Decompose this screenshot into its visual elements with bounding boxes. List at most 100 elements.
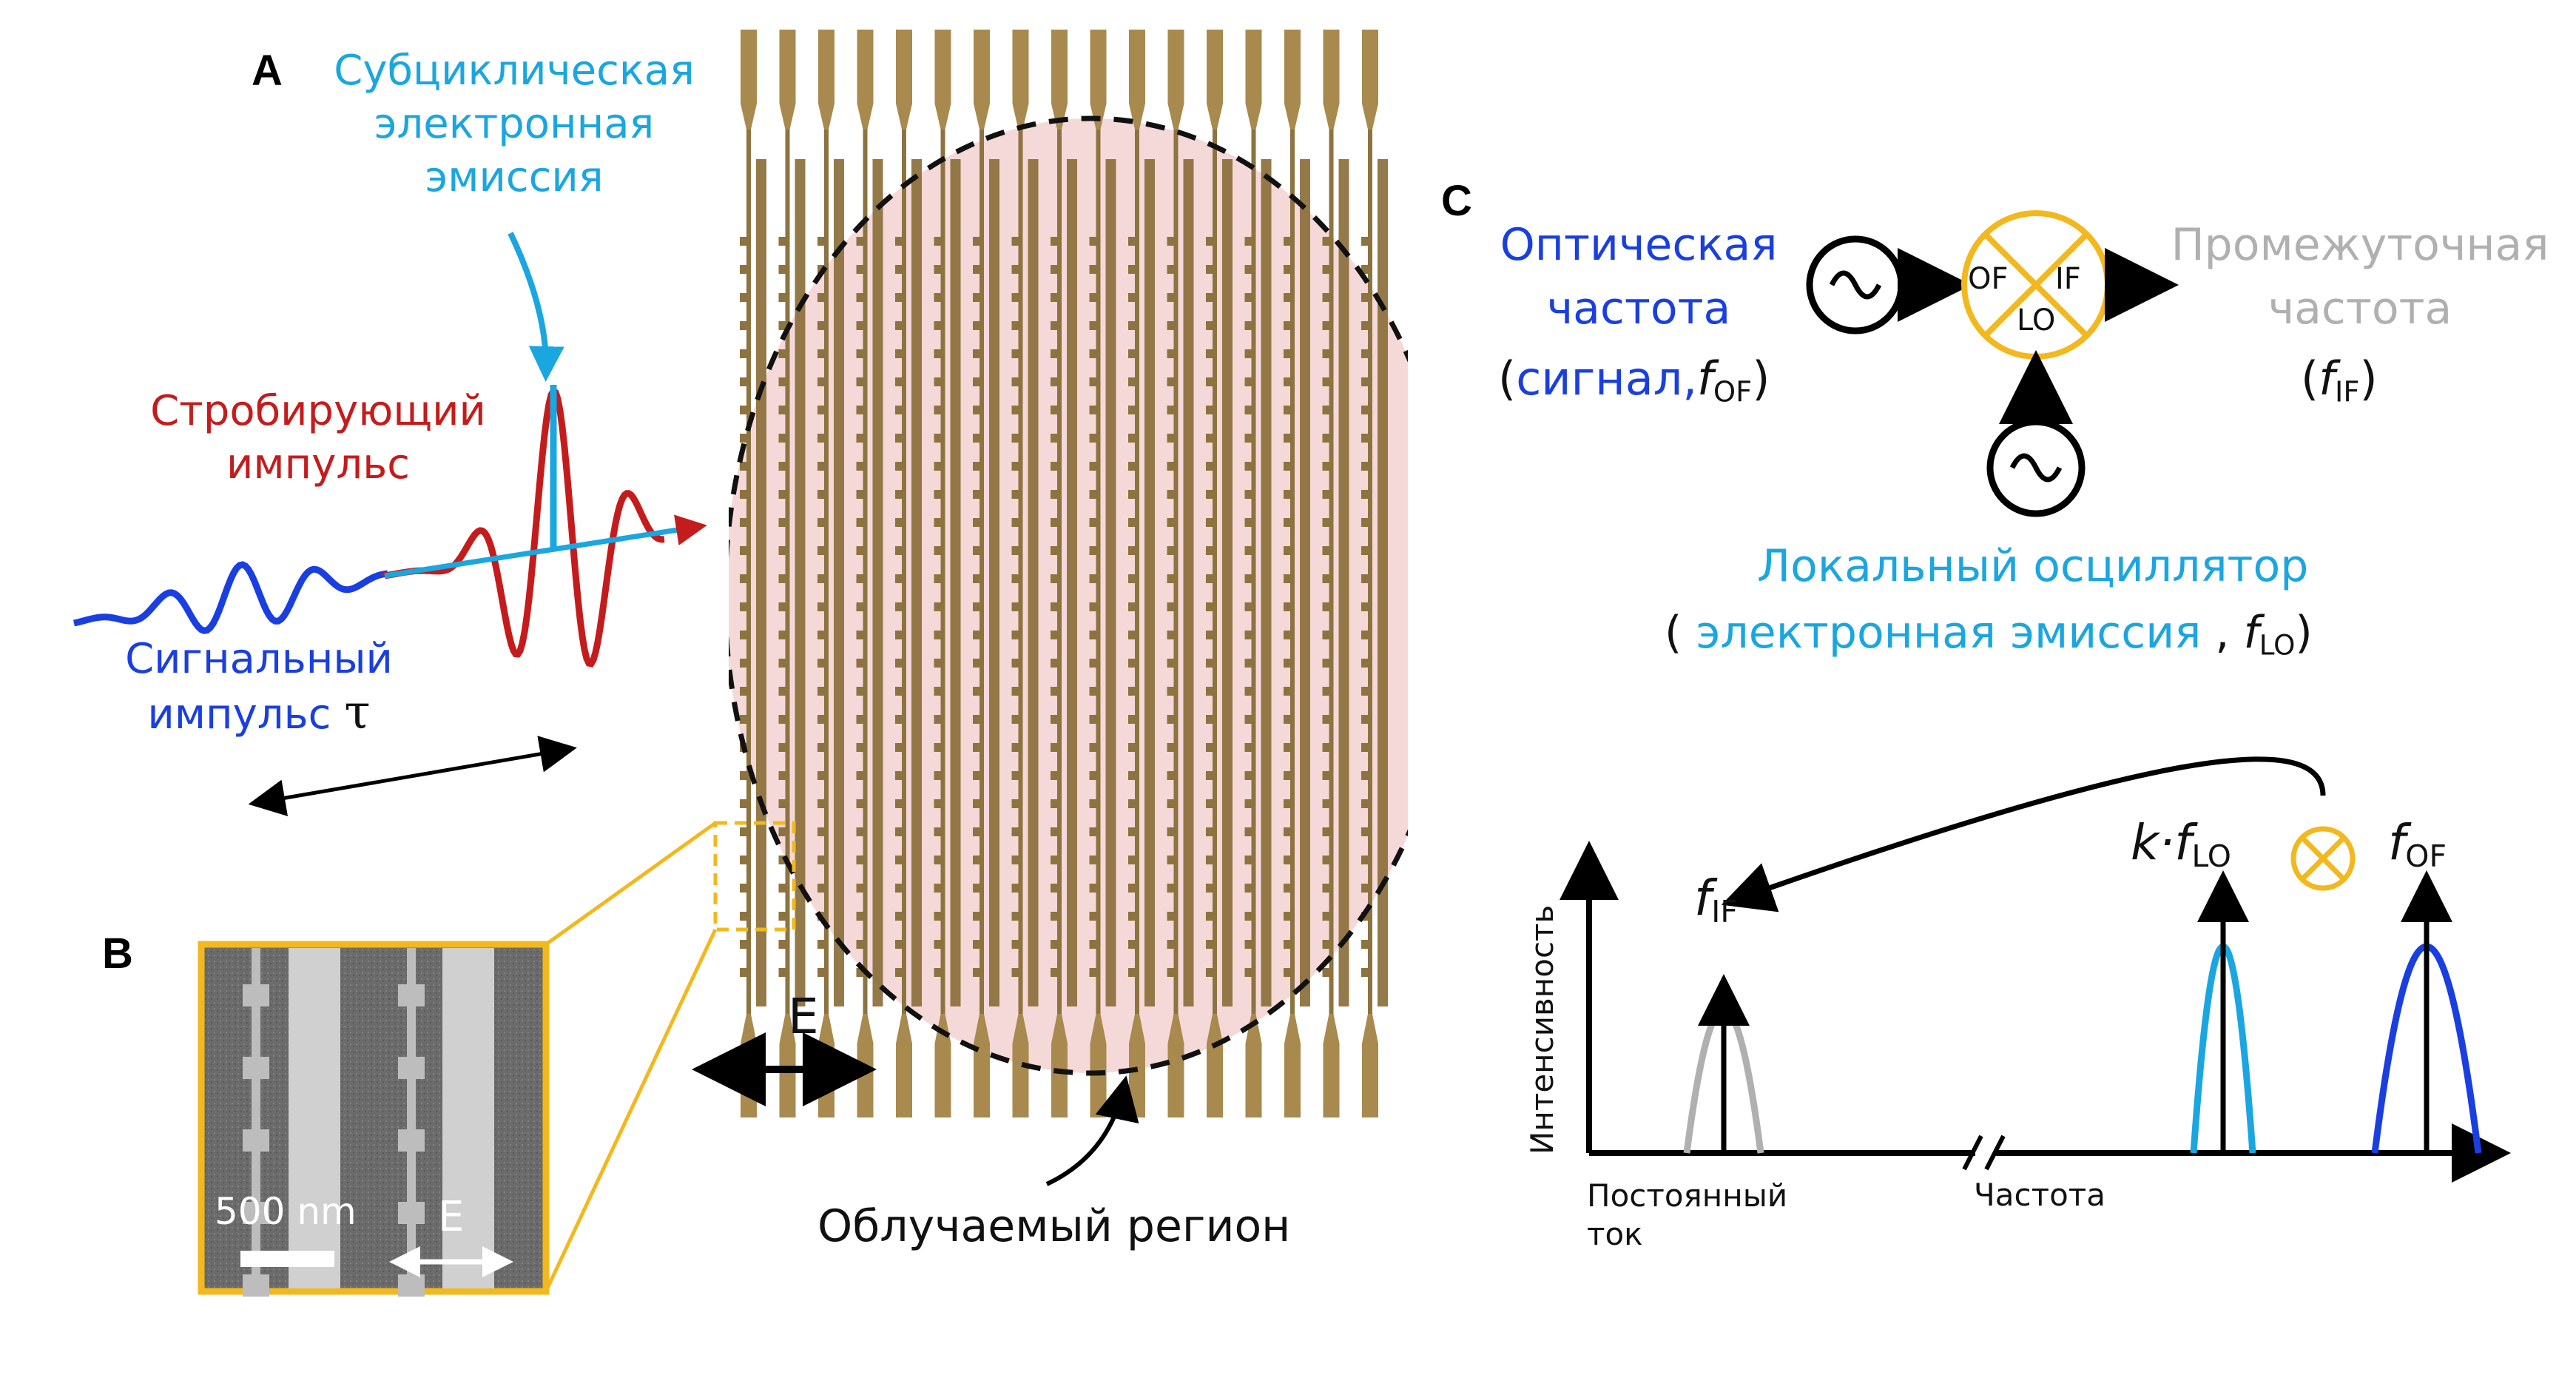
f-symbol: f <box>2243 607 2259 659</box>
scale-bar <box>240 1251 334 1267</box>
irradiated-region-label: Облучаемый регион <box>817 1200 1291 1252</box>
f-of-label: fOF <box>2388 814 2447 874</box>
zoom-line-bottom <box>544 928 718 1293</box>
intermediate-frequency-line-2: частота <box>2268 283 2452 335</box>
propagation-axis <box>384 514 707 579</box>
delay-arrow <box>248 736 577 816</box>
dc-label-line-2: ток <box>1587 1216 1643 1252</box>
signal-pulse-line-1: Сигнальный <box>125 635 393 683</box>
field-label-sem: E <box>438 1193 465 1241</box>
paren-open: ( <box>2301 352 2319 406</box>
antenna-wire <box>1361 30 1388 1117</box>
spectrum-plot <box>1560 756 2511 1183</box>
antenna-wire <box>817 30 844 1117</box>
sem-tab <box>243 984 269 1006</box>
gating-pulse-line-2: импульс <box>226 440 410 488</box>
mixer-diagram <box>1806 210 2179 517</box>
signal-pulse-label: Сигнальный импульс τ <box>81 633 436 742</box>
tau-symbol: τ <box>344 685 371 740</box>
mixer-port-of: OF <box>1968 262 2009 296</box>
downconversion-arrow <box>1721 756 2326 912</box>
mixer-port-if: IF <box>2055 262 2081 296</box>
panel-b-label: B <box>102 930 133 978</box>
sem-tab <box>398 1202 425 1224</box>
panel-a-waveforms <box>73 232 707 816</box>
f-symbol: f <box>2174 814 2192 871</box>
subcycle-emission-line-3: эмиссия <box>425 153 604 201</box>
gating-pulse-label: Стробирующий импульс <box>111 385 525 491</box>
mixer-port-lo: LO <box>2017 303 2056 337</box>
subcycle-emission-label: Субциклическая электронная эмиссия <box>307 44 721 204</box>
axis-break-1 <box>1962 1135 1983 1171</box>
intermediate-frequency-line-1: Промежуточная <box>2171 219 2549 271</box>
optical-frequency-line-2: частота <box>1546 283 1731 335</box>
irradiated-region-pointer <box>1045 1075 1139 1186</box>
paren-open: ( <box>1665 607 1682 659</box>
f-symbol: f <box>1694 870 1712 927</box>
antenna-wire <box>1011 30 1039 1117</box>
signal-pulse-line-2: импульс τ <box>81 686 436 742</box>
f-symbol: f <box>1697 352 1713 406</box>
of-subscript: OF <box>1713 375 1753 409</box>
sem-tab <box>243 1129 269 1152</box>
field-label-array: E <box>788 988 819 1045</box>
antenna-wire <box>895 30 922 1117</box>
intermediate-frequency-label: Промежуточная частота <box>2160 213 2560 340</box>
irradiated-region-outline <box>729 115 1408 1076</box>
gating-pulse-line-1: Стробирующий <box>150 387 486 435</box>
electron-emission-word: электронная эмиссия <box>1696 607 2202 659</box>
f-symbol: f <box>2319 352 2336 406</box>
sem-tab <box>243 1202 269 1224</box>
dc-label-line-1: Постоянный <box>1587 1177 1788 1214</box>
sem-tab <box>243 1057 269 1079</box>
lo-subscript: LO <box>2259 628 2296 662</box>
antenna-wire <box>1167 30 1194 1117</box>
lo-emission-label: ( электронная эмиссия , fLO) <box>1665 607 2313 661</box>
paren-close: ) <box>1752 352 1770 406</box>
if-symbol-label: (fIF) <box>2301 352 2378 409</box>
dc-label: Постоянный ток <box>1587 1177 1787 1254</box>
optical-frequency-line-1: Оптическая <box>1500 219 1778 271</box>
antenna-array <box>729 30 1408 1117</box>
zoom-line-top <box>544 821 717 947</box>
k-prefix: k· <box>2131 814 2175 871</box>
signal-word: сигнал, <box>1516 352 1698 406</box>
k-f-lo-label: k·fLO <box>2131 814 2231 874</box>
zoom-box <box>713 821 796 932</box>
sem-tab <box>398 1057 425 1079</box>
of-subscript: OF <box>2405 838 2447 875</box>
comma: , <box>2215 607 2230 659</box>
subcycle-emission-line-1: Субциклическая <box>334 47 695 95</box>
antenna-wire <box>1051 30 1077 1117</box>
antenna-wire <box>1206 30 1233 1117</box>
sem-tab <box>398 1129 425 1152</box>
paren-close: ) <box>2359 352 2378 406</box>
signal-pulse-wave <box>73 561 388 634</box>
sem-tab <box>398 984 425 1006</box>
f-if-label: fIF <box>1694 870 1738 930</box>
antenna-wire <box>1244 30 1272 1117</box>
f-symbol: f <box>2388 814 2406 871</box>
local-oscillator-label: Локальный осциллятор <box>1757 540 2309 592</box>
sem-image <box>198 941 550 1297</box>
antenna-wire <box>1322 30 1349 1117</box>
lo-subscript: LO <box>2191 838 2231 875</box>
optical-frequency-label: Оптическая частота <box>1461 213 1816 340</box>
paren-close: ) <box>2295 607 2313 659</box>
panel-a-label: A <box>252 47 283 95</box>
paren-open: ( <box>1498 352 1517 406</box>
axis-break-2 <box>1984 1135 2006 1171</box>
panel-c-label: C <box>1441 177 1472 225</box>
antenna-wire <box>1284 30 1310 1117</box>
x-axis-label: Частота <box>1974 1177 2105 1213</box>
antenna-wire <box>973 30 999 1117</box>
emission-arrow <box>508 232 564 382</box>
y-axis-label: Интенсивность <box>1524 904 1560 1155</box>
subcycle-emission-line-2: электронная <box>374 100 655 148</box>
signal-pulse-word: импульс <box>147 690 331 739</box>
antenna-wire <box>934 30 961 1117</box>
if-subscript: IF <box>1711 894 1738 930</box>
if-subscript: IF <box>2335 375 2360 409</box>
optical-signal-label: (сигнал,fOF) <box>1498 352 1770 409</box>
